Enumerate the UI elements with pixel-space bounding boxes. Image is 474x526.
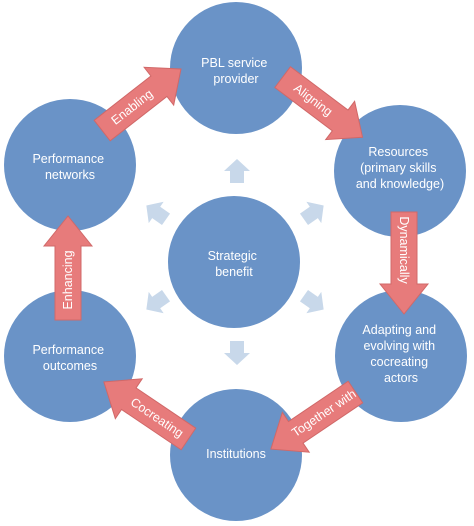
adapting-label: Adapting and evolving with cocreating ac…	[362, 323, 439, 385]
inner-arrow-upper-right	[299, 201, 324, 226]
inner-arrows	[146, 159, 324, 365]
resources-label: Resources (primary skills and knowledge)	[356, 145, 444, 191]
node-labels: PBL service provider Resources (primary …	[32, 56, 444, 461]
arrow-dynamically-label: Dynamically	[397, 216, 411, 284]
institutions-label: Institutions	[206, 447, 266, 461]
node-performance-outcomes	[4, 290, 136, 422]
node-adapting	[335, 290, 467, 422]
node-resources	[334, 105, 466, 237]
inner-arrow-up	[224, 159, 250, 183]
node-strategic-benefit	[168, 196, 300, 328]
inner-arrow-lower-left	[146, 289, 171, 314]
node-pbl-service-provider	[170, 2, 302, 134]
arrow-together-with-label: Together with	[289, 387, 359, 440]
inner-arrow-lower-right	[299, 289, 324, 314]
inner-arrow-down	[224, 341, 250, 365]
performance-outcomes-label: Performance outcomes	[32, 343, 107, 373]
pbl-label: PBL service provider	[201, 56, 271, 86]
inner-arrow-upper-left	[146, 201, 171, 226]
strategic-benefit-label: Strategic benefit	[208, 249, 261, 279]
arrow-dynamically: Dynamically	[378, 211, 430, 315]
node-institutions	[170, 389, 302, 521]
arrow-enhancing-label: Enhancing	[61, 250, 75, 309]
performance-networks-label: Performance networks	[32, 152, 107, 182]
arrow-enhancing: Enhancing	[42, 215, 94, 321]
